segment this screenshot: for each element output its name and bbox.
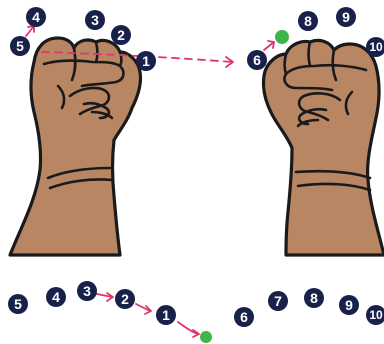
green-dot-bottom — [200, 331, 212, 343]
arrow-3-to-2 — [97, 293, 113, 301]
svg-text:10: 10 — [369, 308, 383, 322]
svg-text:9: 9 — [345, 297, 353, 313]
green-dot-top — [275, 30, 289, 44]
svg-text:2: 2 — [121, 291, 129, 307]
badge-left-3: 3 — [85, 10, 105, 30]
badge-bottom-2: 2 — [115, 289, 135, 309]
svg-text:4: 4 — [32, 9, 40, 25]
arrow-5-to-4 — [26, 26, 34, 36]
badge-bottom-1: 1 — [156, 305, 176, 325]
badge-left-1: 1 — [136, 51, 156, 71]
svg-text:1: 1 — [142, 53, 150, 69]
badge-right-8: 8 — [298, 11, 318, 31]
badge-bottom-3: 3 — [77, 281, 97, 301]
badge-bottom-6: 6 — [234, 307, 254, 327]
svg-text:7: 7 — [274, 293, 282, 309]
svg-text:9: 9 — [342, 9, 350, 25]
badge-bottom-10: 10 — [366, 305, 384, 325]
right-fist-illustration — [263, 40, 384, 255]
svg-text:5: 5 — [14, 296, 22, 312]
badge-right-6: 6 — [247, 50, 267, 70]
svg-text:10: 10 — [369, 40, 383, 54]
badge-bottom-5: 5 — [8, 294, 28, 314]
left-fist-illustration — [10, 38, 141, 255]
arrow-2-to-1 — [136, 304, 151, 314]
badge-left-5: 5 — [10, 36, 30, 56]
svg-text:3: 3 — [91, 12, 99, 28]
badge-right-9: 9 — [336, 7, 356, 27]
badge-left-4: 4 — [26, 7, 46, 27]
svg-text:2: 2 — [117, 27, 125, 43]
arrow-1-to-dot — [178, 322, 199, 337]
svg-text:6: 6 — [240, 309, 248, 325]
arrow-6-to-dot — [264, 41, 274, 50]
svg-text:3: 3 — [83, 283, 91, 299]
svg-text:6: 6 — [253, 52, 261, 68]
svg-text:4: 4 — [52, 289, 60, 305]
svg-text:5: 5 — [16, 38, 24, 54]
badge-bottom-4: 4 — [46, 287, 66, 307]
badge-bottom-9: 9 — [339, 295, 359, 315]
svg-text:1: 1 — [162, 307, 170, 323]
badge-bottom-8: 8 — [304, 288, 324, 308]
svg-text:8: 8 — [310, 290, 318, 306]
badge-bottom-7: 7 — [268, 291, 288, 311]
svg-text:8: 8 — [304, 13, 312, 29]
badge-left-2: 2 — [111, 25, 131, 45]
